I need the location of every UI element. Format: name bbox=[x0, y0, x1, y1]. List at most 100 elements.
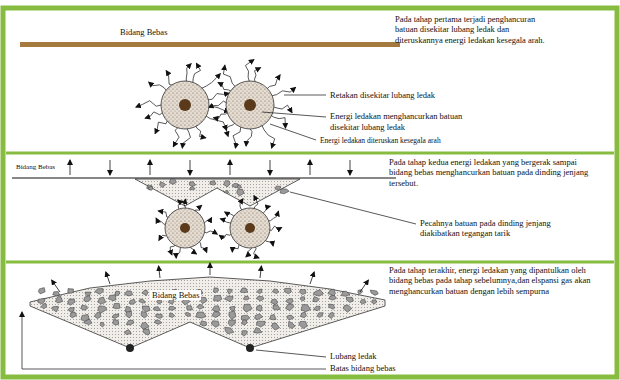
arrows bbox=[70, 160, 350, 175]
rock-fragment bbox=[200, 321, 207, 326]
stage-panel: Pada tahap pertama terjadi penghancuran … bbox=[8, 11, 612, 152]
rock-fragment bbox=[113, 320, 119, 326]
rock-fragment bbox=[143, 329, 150, 335]
rock-fragment bbox=[84, 319, 92, 325]
rock-fragment bbox=[56, 296, 63, 303]
rock-fragment bbox=[141, 322, 150, 329]
rock-fragment bbox=[108, 295, 116, 301]
rock-fragment bbox=[360, 300, 366, 305]
rock-fragment bbox=[328, 312, 334, 318]
rock-fragment bbox=[313, 290, 323, 297]
fragments bbox=[38, 288, 378, 337]
rock-fragment bbox=[243, 304, 252, 312]
rock-fragment bbox=[197, 305, 204, 310]
crack-line bbox=[246, 127, 252, 146]
rock-fragment bbox=[272, 289, 279, 294]
rock-fragment bbox=[270, 314, 277, 319]
rock-fragment bbox=[313, 297, 319, 302]
energy-arrow bbox=[210, 263, 211, 275]
crack-line bbox=[245, 60, 254, 84]
rock-fragment bbox=[240, 288, 248, 293]
fragments bbox=[147, 179, 290, 196]
stage-description: Pada tahap kedua energi ledakan yang ber… bbox=[389, 157, 591, 188]
crack-line bbox=[226, 122, 236, 136]
stage-panel: Pada tahap kedua energi ledakan yang ber… bbox=[8, 155, 612, 261]
rock-fragment bbox=[41, 303, 47, 309]
leader-lines bbox=[262, 95, 326, 140]
rock-fragment bbox=[38, 288, 45, 294]
rock-fragment bbox=[329, 304, 335, 309]
free-face-label: Bidang Bebas bbox=[14, 163, 57, 171]
rock-fragment bbox=[300, 312, 306, 318]
rock-fragment bbox=[272, 323, 280, 330]
rock-fragment bbox=[224, 296, 233, 302]
rock-fragment bbox=[129, 299, 136, 304]
blast-zone bbox=[161, 81, 209, 129]
crack-line bbox=[149, 82, 168, 92]
crack-line bbox=[173, 126, 179, 146]
free-face-label: Bidang Bebas bbox=[118, 27, 169, 37]
rock-fragment bbox=[100, 322, 105, 327]
energy-arrow bbox=[270, 160, 271, 175]
leader-lines bbox=[22, 312, 326, 369]
blast-hole bbox=[180, 223, 190, 233]
rock-fragment bbox=[81, 305, 88, 310]
rock-fragment bbox=[288, 321, 295, 328]
crack-line bbox=[186, 64, 191, 83]
callout-label: Batas bidang bebas bbox=[330, 363, 396, 373]
crack-line bbox=[136, 101, 163, 107]
stage-description: Pada tahap terakhir, energi ledakan yang… bbox=[389, 265, 601, 296]
rock-fragment bbox=[213, 295, 221, 301]
rock-fragment bbox=[273, 305, 281, 310]
rock-fragment bbox=[142, 306, 150, 312]
rock-fragment bbox=[287, 315, 294, 320]
crack-line bbox=[214, 112, 230, 119]
rock-fragment bbox=[343, 305, 352, 312]
crack-line bbox=[261, 124, 275, 148]
blast-hole bbox=[126, 344, 134, 352]
rock-fragment bbox=[254, 327, 262, 333]
rock-fragment bbox=[299, 321, 308, 328]
rock-fragment bbox=[228, 320, 235, 327]
stage-panel: Pada tahap terakhir, energi ledakan yang… bbox=[8, 264, 612, 375]
rock-fragment bbox=[187, 306, 193, 311]
rock-fragment bbox=[148, 187, 153, 191]
rock-fragment bbox=[68, 308, 74, 313]
callout-label: disekitar lubang ledak bbox=[330, 122, 405, 132]
crack-line bbox=[272, 105, 292, 112]
rock-fragment bbox=[271, 299, 278, 304]
rock-fragment bbox=[169, 313, 175, 318]
rock-fragment bbox=[141, 312, 147, 318]
rock-fragment bbox=[196, 312, 207, 318]
rock-fragment bbox=[280, 189, 289, 194]
crack-line bbox=[206, 93, 229, 100]
crack-line bbox=[200, 74, 220, 89]
rock-fragment bbox=[157, 300, 163, 305]
crack-line bbox=[218, 83, 232, 92]
rock-fragment bbox=[139, 299, 146, 303]
blast-hole bbox=[246, 344, 254, 352]
rock-fragment bbox=[256, 305, 262, 311]
rock-fragment bbox=[242, 331, 248, 337]
rock-fragment bbox=[346, 297, 353, 302]
rock-fragment bbox=[285, 288, 292, 294]
energy-arrow bbox=[310, 272, 314, 284]
rock-fragment bbox=[237, 189, 245, 196]
crack-line bbox=[155, 119, 168, 134]
cracks bbox=[156, 196, 282, 258]
rock-fragment bbox=[256, 321, 265, 327]
rock-fragment bbox=[169, 179, 176, 185]
rock-fragment bbox=[256, 296, 264, 301]
energy-arrow bbox=[260, 266, 261, 278]
rock-fragment bbox=[160, 182, 166, 188]
stage-description: Pada tahap pertama terjadi penghancuran … bbox=[395, 14, 555, 45]
energy-arrow bbox=[310, 160, 311, 175]
arrows bbox=[52, 263, 369, 292]
rock-fragment bbox=[229, 311, 236, 320]
callout-label: Pecahnya batuan pada dinding jenjang dia… bbox=[420, 218, 592, 238]
blast-hole bbox=[245, 223, 255, 233]
rock-fragment bbox=[126, 320, 134, 325]
rock-fragment bbox=[113, 303, 120, 308]
rock-fragment bbox=[317, 313, 323, 318]
callout-label: Energi ledakan menghancurkan batuan bbox=[330, 111, 462, 121]
